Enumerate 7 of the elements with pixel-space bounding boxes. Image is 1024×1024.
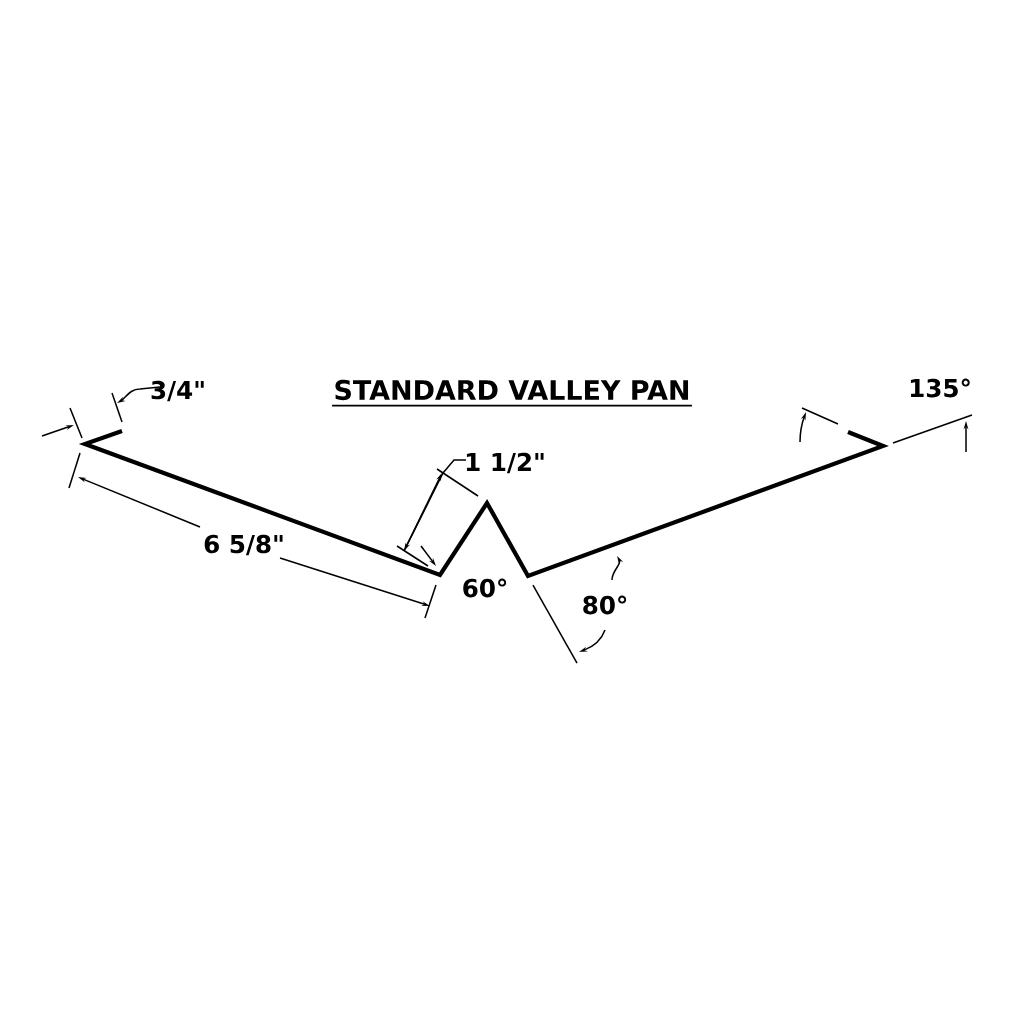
dimension-label: 60° [463,578,507,598]
title: STANDARD VALLEY PAN [335,379,689,401]
dimension-label: 6 5/8" [204,534,283,556]
dimension-label: 135° [910,378,970,398]
dimension-label: 3/4" [151,380,204,402]
dimension-label: 1 1/2" [466,452,544,474]
dimension-label: 80° [583,595,627,615]
